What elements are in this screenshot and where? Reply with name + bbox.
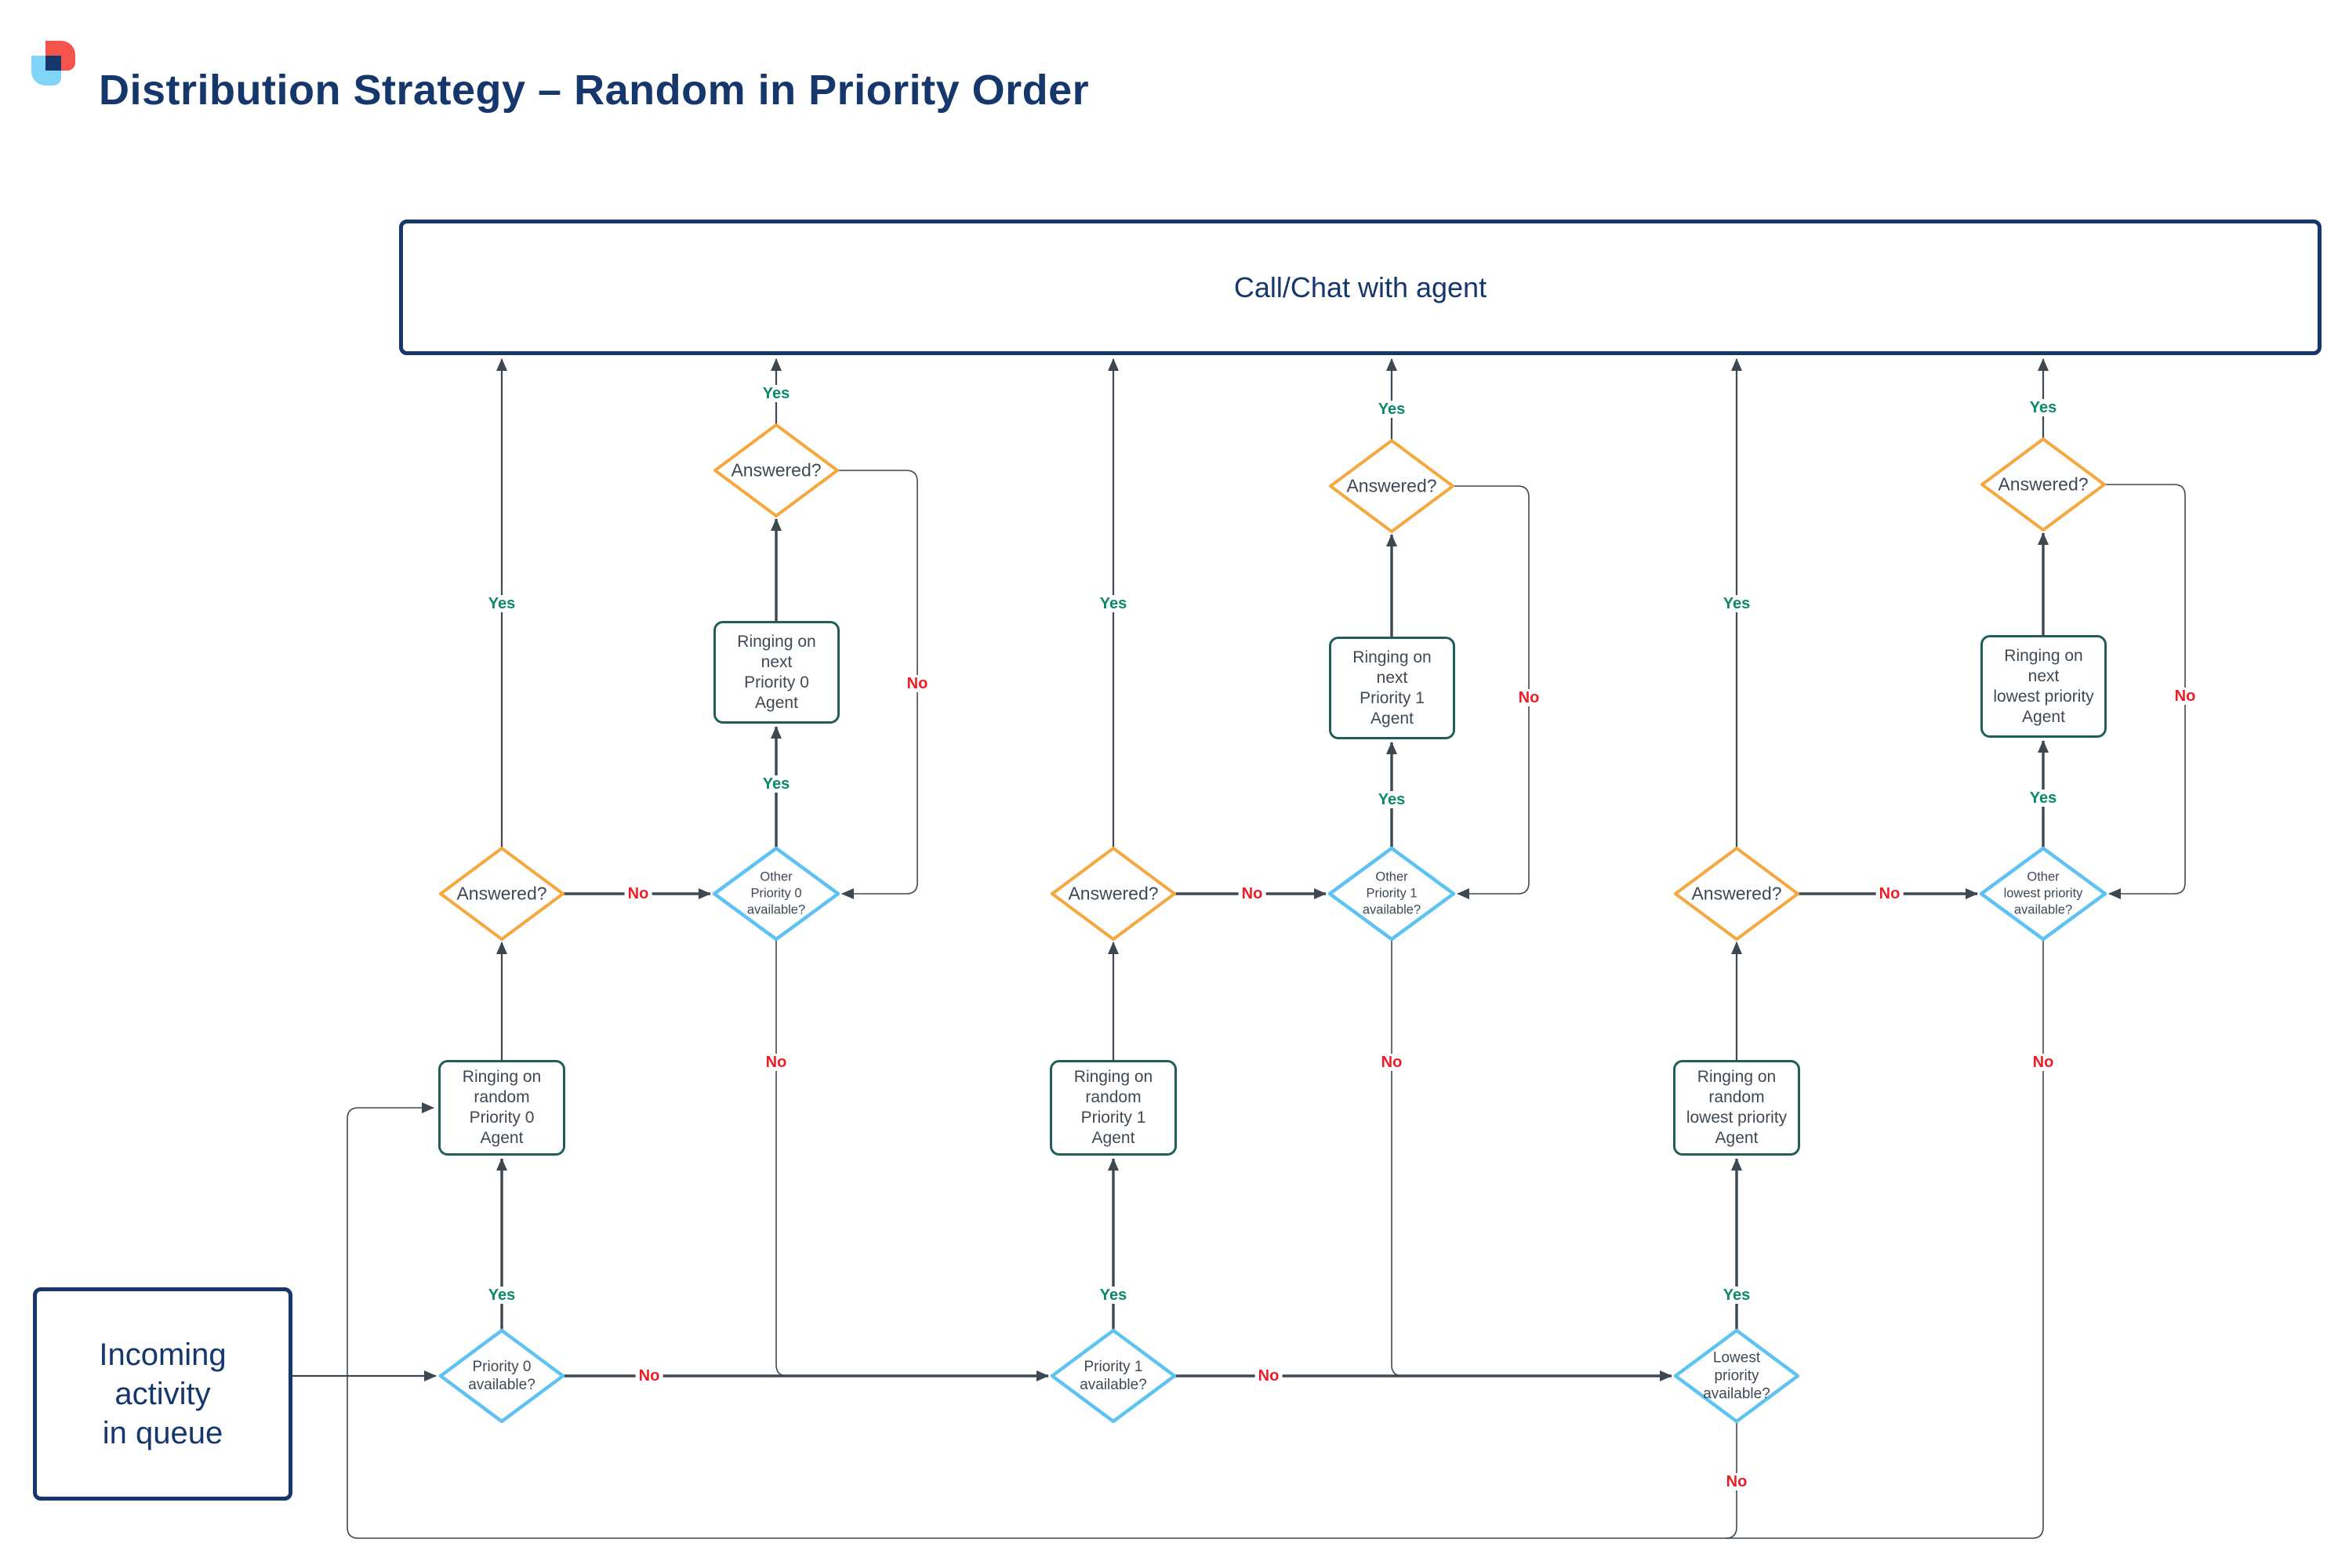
label-yes: Yes <box>485 1287 519 1304</box>
answered-label-0: Answered? <box>456 883 547 904</box>
label-yes: Yes <box>759 775 793 793</box>
answered-diamond-1 <box>1051 847 1176 941</box>
other-available-label-2: Other lowest priority available? <box>2003 869 2083 917</box>
available-label-2: Lowest priority available? <box>1703 1349 1770 1403</box>
ring-next-box-0: Ringing on next Priority 0 Agent <box>713 621 840 724</box>
label-yes: Yes <box>1096 595 1131 612</box>
answered-next-diamond-2 <box>1980 437 2106 532</box>
answered-next-label-2: Answered? <box>1998 474 2089 495</box>
available-diamond-0 <box>438 1328 565 1424</box>
incoming-activity-box: Incoming activity in queue <box>33 1287 292 1501</box>
ring-next-box-2: Ringing on next lowest priority Agent <box>1980 635 2107 738</box>
answered-next-diamond-0 <box>713 423 839 517</box>
label-no: No <box>2171 688 2199 705</box>
answered-next-label-1: Answered? <box>1346 475 1437 496</box>
other-available-diamond-2 <box>1979 846 2107 942</box>
available-label-1: Priority 1 available? <box>1080 1359 1147 1393</box>
answered-next-diamond-1 <box>1329 439 1454 533</box>
available-diamond-2 <box>1673 1328 1800 1424</box>
ring-random-box-2: Ringing on random lowest priority Agent <box>1673 1060 1800 1156</box>
label-no: No <box>635 1367 663 1385</box>
label-no: No <box>1254 1367 1283 1385</box>
edge-other-no-down-col1 <box>1391 939 1403 1377</box>
available-label-0: Priority 0 available? <box>468 1359 535 1393</box>
label-yes: Yes <box>1096 1287 1131 1304</box>
other-available-diamond-1 <box>1327 846 1456 942</box>
label-yes: Yes <box>485 595 519 612</box>
label-no: No <box>903 675 931 692</box>
label-yes: Yes <box>1719 1287 1754 1304</box>
label-no: No <box>624 885 652 902</box>
label-no: No <box>1515 689 1543 706</box>
available-diamond-1 <box>1050 1328 1177 1424</box>
edge-bottom-return-loop <box>347 1102 2032 1539</box>
ring-random-box-1: Ringing on random Priority 1 Agent <box>1050 1060 1177 1156</box>
label-yes: Yes <box>2026 399 2060 416</box>
page-title: Distribution Strategy – Random in Priori… <box>99 67 1090 114</box>
label-yes: Yes <box>1374 401 1409 418</box>
brand-logo-icon <box>31 41 77 86</box>
other-available-diamond-0 <box>712 846 840 942</box>
ring-random-box-0: Ringing on random Priority 0 Agent <box>438 1060 565 1156</box>
label-yes: Yes <box>1719 595 1754 612</box>
ring-next-box-1: Ringing on next Priority 1 Agent <box>1329 637 1455 739</box>
other-available-label-1: Other Priority 1 available? <box>1362 869 1421 917</box>
label-yes: Yes <box>759 385 793 402</box>
label-yes: Yes <box>2026 789 2060 807</box>
label-no: No <box>1723 1473 1751 1490</box>
answered-diamond-0 <box>439 847 565 941</box>
answered-label-2: Answered? <box>1691 883 1782 904</box>
label-no: No <box>1238 885 1266 902</box>
label-no: No <box>1378 1054 1406 1071</box>
label-no: No <box>1875 885 1904 902</box>
label-yes: Yes <box>1374 791 1409 808</box>
label-no: No <box>2029 1054 2057 1071</box>
edge-other-no-down-col0 <box>775 939 788 1377</box>
call-chat-with-agent-box: Call/Chat with agent <box>399 220 2322 355</box>
other-available-label-0: Other Priority 0 available? <box>746 869 806 917</box>
edge-other-no-down-col2 <box>2031 939 2044 1539</box>
answered-diamond-2 <box>1674 847 1799 941</box>
answered-next-label-0: Answered? <box>731 459 822 481</box>
label-no: No <box>762 1054 790 1071</box>
answered-label-1: Answered? <box>1068 883 1159 904</box>
